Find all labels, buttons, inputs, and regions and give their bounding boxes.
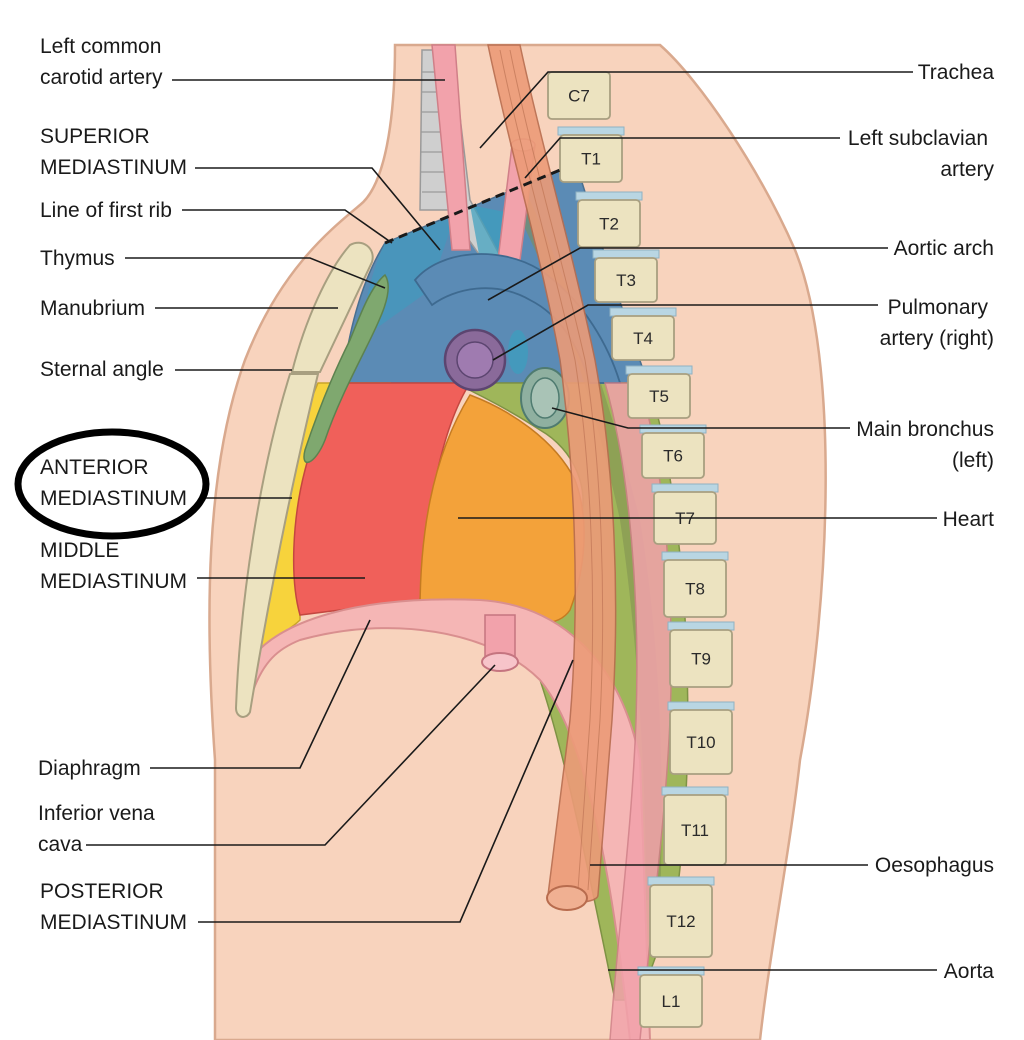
label-left-subclavian-2: artery — [940, 158, 994, 181]
label-thymus: Thymus — [40, 247, 115, 270]
vertebra-t1 — [559, 134, 623, 183]
label-posterior-mediastinum-2: MEDIASTINUM — [40, 911, 187, 934]
thymus — [303, 273, 389, 463]
label-superior-mediastinum-2: MEDIASTINUM — [40, 156, 187, 179]
intervertebral-disc — [557, 126, 625, 136]
label-superior-mediastinum-1: SUPERIOR — [40, 125, 150, 148]
label-middle-mediastinum-2: MEDIASTINUM — [40, 570, 187, 593]
label-sternal-angle: Sternal angle — [40, 358, 164, 381]
vertebra-t12 — [649, 884, 713, 958]
intervertebral-disc — [667, 621, 735, 631]
vertebra-t6 — [641, 432, 705, 479]
pulmonary-artery-inner — [456, 341, 494, 379]
label-manubrium: Manubrium — [40, 297, 145, 320]
intervertebral-disc — [625, 365, 693, 375]
label-trachea: Trachea — [918, 61, 995, 84]
vertebra-t4 — [611, 315, 675, 361]
intervertebral-disc — [592, 249, 660, 259]
vertebra-label-t8: T8 — [685, 580, 705, 599]
label-diaphragm: Diaphragm — [38, 757, 141, 780]
vertebra-label-t1: T1 — [581, 150, 601, 169]
vertebra-label-c7: C7 — [568, 87, 590, 106]
vertebra-t8 — [663, 559, 727, 618]
label-heart: Heart — [943, 508, 995, 531]
label-pulmonary-artery-1: Pulmonary — [888, 296, 989, 319]
vertebra-label-t6: T6 — [663, 447, 683, 466]
vertebra-label-l1: L1 — [662, 992, 681, 1011]
highlight-circle — [14, 428, 210, 540]
leader-lines — [86, 71, 937, 971]
label-inferior-vena-cava-2: cava — [38, 833, 83, 856]
intervertebral-disc — [647, 876, 715, 886]
line-of-first-rib — [384, 168, 561, 245]
diaphragm — [249, 598, 652, 1040]
carotid-artery — [431, 44, 471, 251]
oesophagus-stripes — [499, 49, 604, 891]
label-line-of-first-rib: Line of first rib — [40, 199, 172, 222]
vertebra-label-t4: T4 — [633, 329, 653, 348]
ivc-opening — [481, 652, 519, 672]
label-left-common-carotid-1: Left common — [40, 35, 161, 58]
vertebra-l1 — [639, 974, 703, 1028]
label-pulmonary-artery-2: artery (right) — [880, 327, 994, 350]
intervertebral-disc — [651, 483, 719, 493]
heart-region — [419, 394, 585, 624]
vertebra-t2 — [577, 199, 641, 248]
intervertebral-disc — [667, 701, 735, 711]
label-left-common-carotid-2: carotid artery — [40, 66, 163, 89]
label-main-bronchus-1: Main bronchus — [856, 418, 994, 441]
intervertebral-disc — [639, 424, 707, 434]
intervertebral-disc — [661, 786, 729, 796]
label-middle-mediastinum-1: MIDDLE — [40, 539, 119, 562]
label-main-bronchus-2: (left) — [952, 449, 994, 472]
label-aorta: Aorta — [944, 960, 995, 983]
intervertebral-disc — [637, 966, 705, 976]
sternum-body — [234, 373, 320, 718]
label-anterior-mediastinum-2: MEDIASTINUM — [40, 487, 187, 510]
vertebra-t9 — [669, 629, 733, 688]
label-oesophagus: Oesophagus — [875, 854, 994, 877]
vertebra-label-t3: T3 — [616, 271, 636, 290]
vertebra-t5 — [627, 373, 691, 419]
intervertebral-disc — [609, 307, 677, 317]
label-posterior-mediastinum-1: POSTERIOR — [40, 880, 164, 903]
vertebra-t10 — [669, 709, 733, 775]
oesophagus-end — [546, 885, 588, 911]
vertebra-label-t9: T9 — [691, 650, 711, 669]
vertebra-label-t10: T10 — [686, 733, 715, 752]
label-aortic-arch: Aortic arch — [894, 237, 994, 260]
label-inferior-vena-cava-1: Inferior vena — [38, 802, 155, 825]
vertebra-t3 — [594, 257, 658, 303]
label-left-subclavian-1: Left subclavian — [848, 127, 988, 150]
vertebra-label-t12: T12 — [666, 912, 695, 931]
vertebra-label-t5: T5 — [649, 387, 669, 406]
intervertebral-disc — [661, 551, 729, 561]
intervertebral-disc — [575, 191, 643, 201]
vertebra-label-t11: T11 — [681, 821, 709, 840]
label-anterior-mediastinum-1: ANTERIOR — [40, 456, 149, 479]
vertebra-label-t2: T2 — [599, 215, 619, 234]
